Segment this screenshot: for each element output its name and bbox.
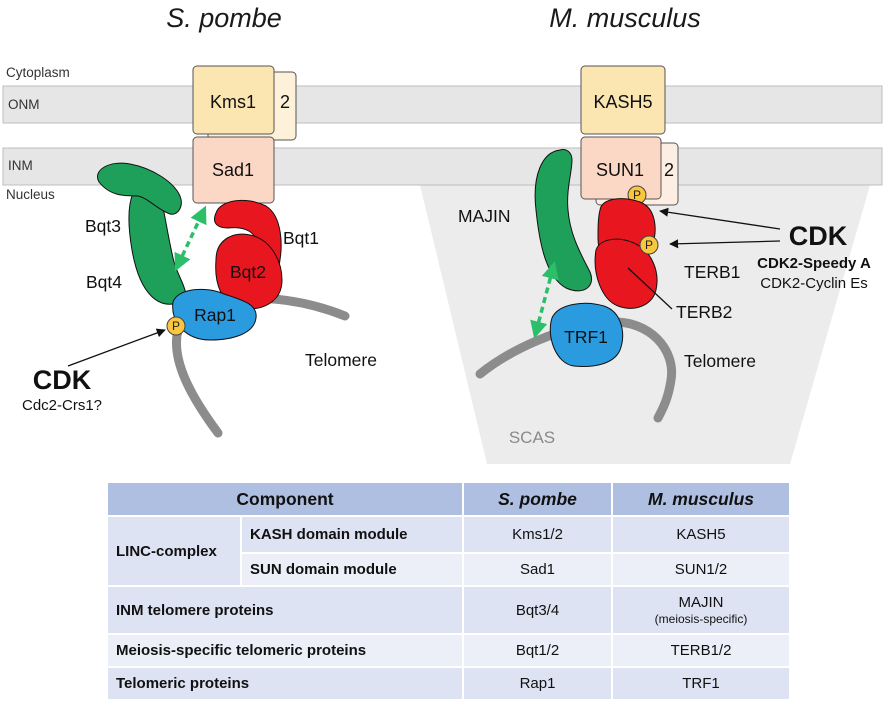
table-row-telomeric: Telomeric proteins Rap1 TRF1 — [106, 666, 791, 701]
cdk-arrow-left — [67, 328, 166, 367]
kash5-box — [580, 65, 666, 135]
telomere-right — [475, 317, 677, 423]
terb2-label: TERB2 — [676, 302, 732, 322]
cell-sun-mm: SUN1/2 — [611, 552, 791, 587]
header-component: Component — [106, 481, 464, 517]
phospho-rap1 — [166, 316, 186, 336]
trf1-shape — [549, 302, 624, 367]
cell-inm-label: INM telomere proteins — [106, 585, 464, 635]
interaction-arrow-left — [174, 205, 207, 272]
telomere-right-label: Telomere — [684, 351, 756, 371]
cell-inm-sp: Bqt3/4 — [462, 585, 613, 635]
nucleus-label: Nucleus — [6, 187, 55, 202]
cdk-left-sub: Cdc2-Crs1? — [22, 397, 102, 414]
cell-sun-label: SUN domain module — [240, 552, 464, 587]
cell-meiosis-mm: TERB1/2 — [611, 633, 791, 668]
cell-linc-group: LINC-complex — [106, 515, 242, 587]
cell-meiosis-sp: Bqt1/2 — [462, 633, 613, 668]
cdk-arrow-right-1 — [659, 207, 781, 230]
terb2-pointer — [627, 267, 673, 310]
title-s-pombe: S. pombe — [166, 3, 282, 33]
telomere-left-label: Telomere — [305, 350, 377, 370]
sun1-label: SUN1 — [596, 160, 644, 180]
bqt4-label: Bqt4 — [86, 272, 122, 292]
sad1-label: Sad1 — [212, 160, 254, 180]
majin-label: MAJIN — [458, 206, 511, 226]
kms2-label: 2 — [280, 92, 290, 112]
cell-inm-mm-wrap: MAJIN (meiosis-specific) — [611, 585, 791, 635]
majin-shape — [534, 149, 592, 292]
header-s-pombe: S. pombe — [462, 481, 613, 517]
inm-label: INM — [8, 158, 33, 173]
cdk-arrow-right-2 — [669, 239, 781, 249]
terb2-shape — [594, 238, 658, 309]
table-row-kash: LINC-complex KASH domain module Kms1/2 K… — [106, 515, 791, 587]
rap1-label: Rap1 — [194, 305, 236, 325]
cdk-right-label: CDK — [789, 221, 848, 251]
cdk-left-label: CDK — [33, 365, 92, 395]
bqt2-label: Bqt2 — [230, 262, 266, 282]
kash5-label: KASH5 — [593, 92, 652, 112]
bqt1-label: Bqt1 — [283, 228, 319, 248]
phospho-terb1 — [639, 235, 659, 255]
sun2-label: 2 — [664, 160, 674, 180]
cell-sun-sp: Sad1 — [462, 552, 613, 587]
cell-inm-mm-note: (meiosis-specific) — [654, 612, 748, 626]
bqt3-label: Bqt3 — [85, 216, 121, 236]
cell-meiosis-label: Meiosis-specific telomeric proteins — [106, 633, 464, 668]
cell-kash-mm: KASH5 — [611, 515, 791, 554]
comparison-table: Component S. pombe M. musculus LINC-comp… — [106, 481, 791, 701]
cytoplasm-label: Cytoplasm — [6, 65, 70, 80]
title-m-musculus: M. musculus — [549, 3, 701, 33]
cdk-right-sub2: CDK2-Cyclin Es — [760, 275, 868, 292]
phospho-terb1-label: P — [645, 238, 653, 252]
scas-label: SCAS — [509, 428, 555, 447]
cell-telomeric-label: Telomeric proteins — [106, 666, 464, 701]
kms1-box — [192, 65, 275, 135]
cdk-right-sub1: CDK2-Speedy A — [757, 255, 871, 272]
onm-membrane — [2, 85, 883, 124]
cell-kash-sp: Kms1/2 — [462, 515, 613, 554]
header-m-musculus: M. musculus — [611, 481, 791, 517]
phospho-rap1-label: P — [172, 319, 180, 333]
cell-inm-mm: MAJIN — [678, 594, 724, 611]
cell-telomeric-mm: TRF1 — [611, 666, 791, 701]
rap1-shape — [172, 288, 257, 341]
table-header-row: Component S. pombe M. musculus — [106, 481, 791, 517]
trf1-label: TRF1 — [564, 327, 608, 347]
onm-label: ONM — [8, 97, 40, 112]
interaction-arrow-right — [530, 261, 559, 339]
table-row-sun: SUN domain module Sad1 SUN1/2 — [107, 552, 791, 587]
cell-kash-label: KASH domain module — [240, 515, 464, 554]
cell-telomeric-sp: Rap1 — [462, 666, 613, 701]
terb1-label: TERB1 — [684, 262, 740, 282]
table-row-inm: INM telomere proteins Bqt3/4 MAJIN (meio… — [106, 585, 791, 635]
diagram: S. pombe M. musculus Cytoplasm ONM INM N… — [2, 3, 883, 464]
phospho-sun1-label: P — [633, 188, 641, 202]
kms1-label: Kms1 — [210, 92, 256, 112]
table-row-meiosis: Meiosis-specific telomeric proteins Bqt1… — [106, 633, 791, 668]
